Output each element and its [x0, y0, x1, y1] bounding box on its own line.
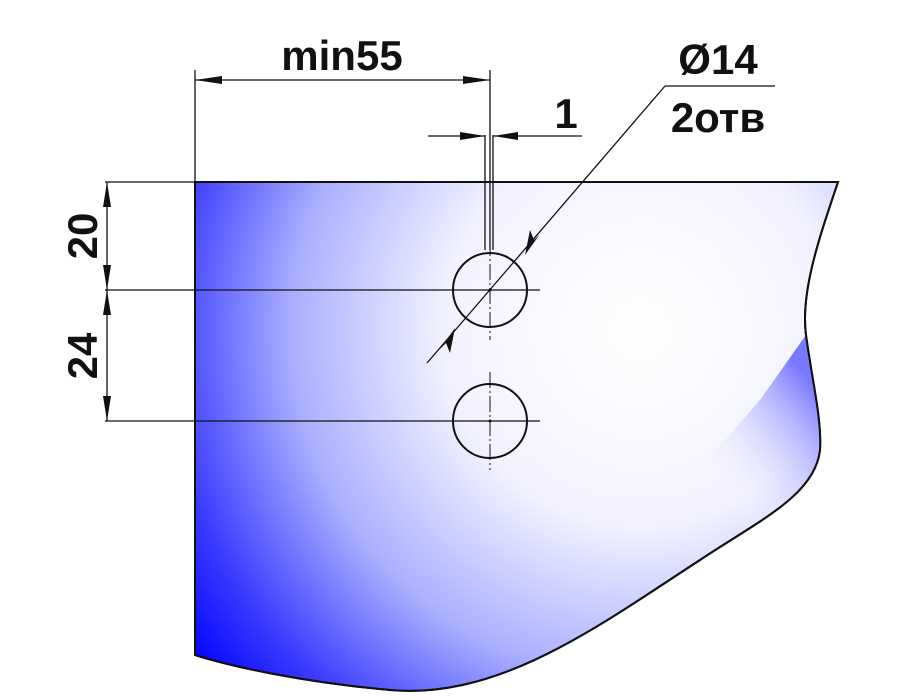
diameter-leader: Ø14 2отв: [426, 36, 775, 364]
arrow-in-right-icon: [493, 132, 518, 140]
width-label: min55: [281, 32, 402, 79]
top-offset-label: 20: [59, 213, 106, 260]
offset-label: 1: [554, 90, 577, 137]
panel-edge-shade: [690, 335, 821, 560]
arrow-down-2-icon: [103, 396, 111, 421]
leader-arrow-bottom-icon: [440, 328, 455, 353]
arrow-left-icon: [195, 76, 222, 84]
arrow-up-icon: [103, 182, 111, 207]
arrow-up-2-icon: [103, 290, 111, 315]
arrow-right-icon: [463, 76, 490, 84]
width-dimension: min55: [194, 32, 491, 250]
glass-panel-outline: [194, 181, 840, 692]
hole-top: [452, 240, 528, 340]
hole-bottom: [452, 372, 528, 470]
leader-arrow-top-icon: [525, 230, 540, 255]
arrow-down-icon: [103, 265, 111, 290]
offset-dimension: 1: [428, 90, 582, 250]
holes-count-label: 2отв: [671, 94, 765, 141]
hole-spacing-label: 24: [59, 332, 106, 379]
diameter-label: Ø14: [678, 36, 758, 83]
arrow-in-left-icon: [460, 132, 485, 140]
vertical-dimensions: 20 24: [59, 181, 540, 422]
